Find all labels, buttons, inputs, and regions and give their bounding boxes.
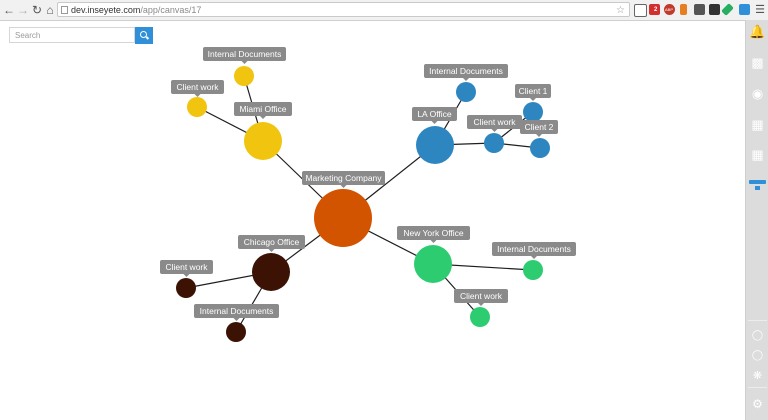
search-input[interactable] xyxy=(9,27,135,43)
bar-chart-icon[interactable]: ▩ xyxy=(751,55,764,70)
node-label-miami-client[interactable]: Client work xyxy=(171,80,224,97)
extension-badge-count: 2 xyxy=(654,7,658,13)
node-label-la[interactable]: LA Office xyxy=(412,107,457,124)
map-pin-icon[interactable]: ◉ xyxy=(751,86,764,101)
node-label-text: Client work xyxy=(460,291,503,301)
extension-icon[interactable] xyxy=(694,4,705,15)
node-label-text: New York Office xyxy=(403,228,464,238)
graph-node-chicago[interactable] xyxy=(252,253,290,291)
adblock-icon[interactable] xyxy=(664,4,675,15)
graph-node-miami-docs[interactable] xyxy=(234,66,254,86)
node-label-ny-docs[interactable]: Internal Documents xyxy=(492,242,576,259)
node-label-ny[interactable]: New York Office xyxy=(397,226,470,243)
search-icon xyxy=(140,31,147,38)
home-icon[interactable]: ⌂ xyxy=(46,3,54,17)
forward-icon[interactable]: → xyxy=(17,3,29,17)
node-label-miami[interactable]: Miami Office xyxy=(234,102,292,119)
search-button[interactable] xyxy=(135,27,153,44)
graph-node-la-client[interactable] xyxy=(484,133,504,153)
graph-node-la-client1[interactable] xyxy=(523,102,543,122)
node-label-text: Chicago Office xyxy=(244,237,300,247)
node-label-text: Client 2 xyxy=(525,122,554,132)
url-path: /app/canvas/17 xyxy=(140,5,202,15)
node-label-ny-client[interactable]: Client work xyxy=(454,289,508,306)
node-label-chicago-docs[interactable]: Internal Documents xyxy=(194,304,279,321)
layers-icon[interactable] xyxy=(709,4,720,15)
graph-node-la-client2[interactable] xyxy=(530,138,550,158)
graph-node-ny[interactable] xyxy=(414,245,452,283)
node-label-text: Internal Documents xyxy=(200,306,274,316)
node-label-text: Marketing Company xyxy=(305,173,382,183)
node-label-text: Client work xyxy=(473,117,516,127)
node-label-la-client2[interactable]: Client 2 xyxy=(520,120,558,137)
circle-icon[interactable]: ◯ xyxy=(751,330,764,341)
graph-node-miami[interactable] xyxy=(244,122,282,160)
node-label-la-client[interactable]: Client work xyxy=(467,115,522,132)
graph-node-ny-client[interactable] xyxy=(470,307,490,327)
grid-icon[interactable]: ▦ xyxy=(751,147,764,162)
bell-icon[interactable]: 🔔 xyxy=(749,24,766,39)
browser-toolbar: ← → ↻ ⌂ dev.inseyete.com/app/canvas/17 ☆… xyxy=(0,0,768,21)
node-label-text: Miami Office xyxy=(239,104,286,114)
address-bar[interactable]: dev.inseyete.com/app/canvas/17 ☆ xyxy=(57,2,630,17)
graph-node-la-docs[interactable] xyxy=(456,82,476,102)
node-label-marketing[interactable]: Marketing Company xyxy=(302,171,385,188)
graph-node-marketing[interactable] xyxy=(314,189,372,247)
cast-icon[interactable] xyxy=(634,4,647,17)
pen-icon[interactable] xyxy=(721,3,734,16)
menu-icon[interactable]: ☰ xyxy=(755,4,765,16)
node-label-la-docs[interactable]: Internal Documents xyxy=(424,64,508,81)
node-label-text: Internal Documents xyxy=(208,49,282,59)
node-label-text: Client work xyxy=(176,82,219,92)
graph-node-ny-docs[interactable] xyxy=(523,260,543,280)
settings-cog-icon[interactable]: ❋ xyxy=(752,370,763,382)
extension-blue-icon[interactable] xyxy=(739,4,750,15)
back-icon[interactable]: ← xyxy=(3,3,15,17)
reload-icon[interactable]: ↻ xyxy=(31,3,43,17)
graph-node-la[interactable] xyxy=(416,126,454,164)
page-icon xyxy=(61,6,68,14)
lastpass-icon[interactable] xyxy=(680,4,687,15)
circle-icon[interactable]: ◯ xyxy=(751,350,764,361)
bookmark-star-icon[interactable]: ☆ xyxy=(616,5,625,16)
node-label-text: Internal Documents xyxy=(497,244,571,254)
node-label-text: Internal Documents xyxy=(429,66,503,76)
adblock-label: ABP xyxy=(665,7,674,12)
url-host: dev.inseyete.com xyxy=(71,5,141,15)
node-label-chicago-client[interactable]: Client work xyxy=(160,260,213,277)
filter-icon[interactable] xyxy=(749,180,766,184)
node-label-text: Client 1 xyxy=(519,86,548,96)
calendar-icon[interactable]: ▦ xyxy=(751,117,764,132)
right-sidebar: 🔔 ▩ ◉ ▦ ▦ ◯ ◯ ❋ ⚙ xyxy=(745,20,768,420)
node-label-la-client1[interactable]: Client 1 xyxy=(515,84,551,101)
node-label-miami-docs[interactable]: Internal Documents xyxy=(203,47,286,64)
node-label-text: Client work xyxy=(165,262,208,272)
graph-node-chicago-client[interactable] xyxy=(176,278,196,298)
node-label-chicago[interactable]: Chicago Office xyxy=(238,235,305,252)
node-label-text: LA Office xyxy=(417,109,452,119)
notification-extension-icon[interactable] xyxy=(649,4,660,15)
graph-node-chicago-docs[interactable] xyxy=(226,322,246,342)
graph-node-miami-client[interactable] xyxy=(187,97,207,117)
gear-icon[interactable]: ⚙ xyxy=(752,397,763,411)
